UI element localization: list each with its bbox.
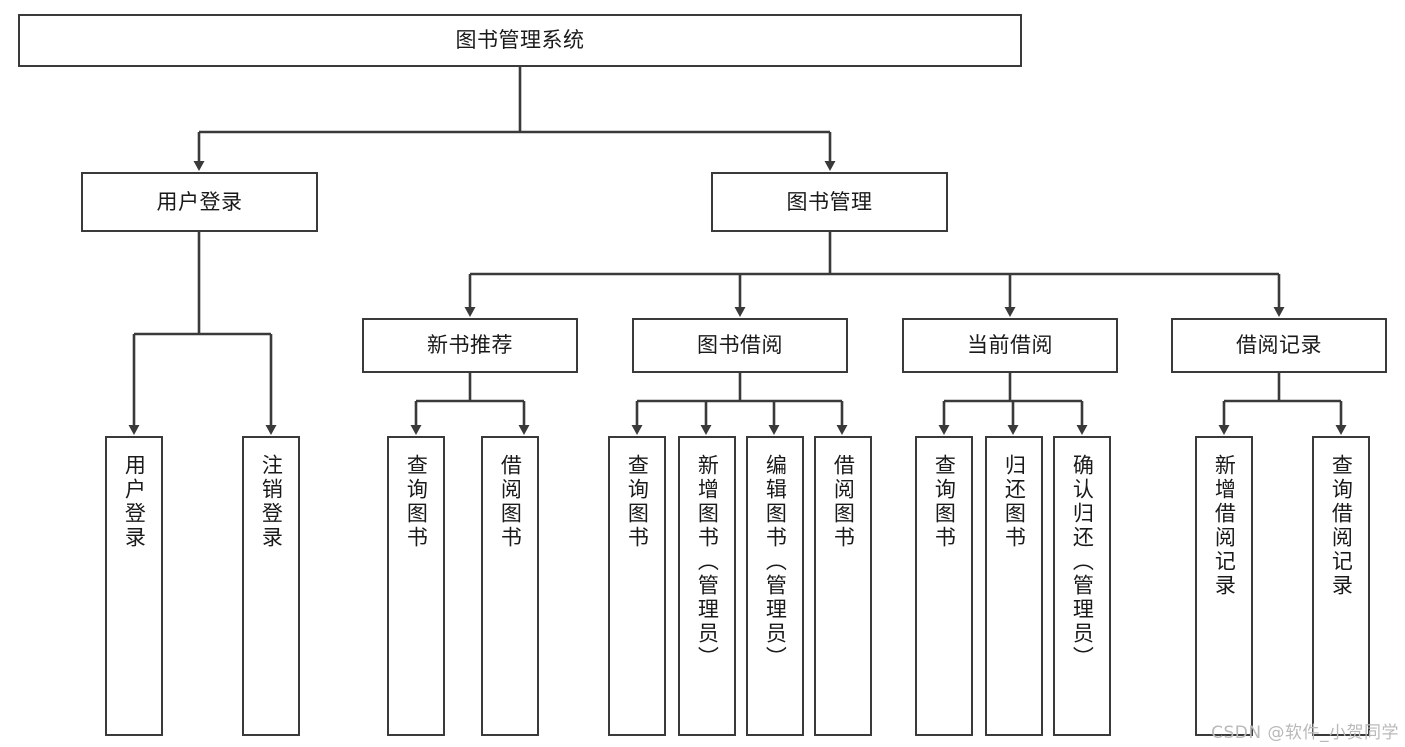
leaf-query-book-2-label: 查询图书: [625, 454, 650, 550]
node-current-borrow[interactable]: 当前借阅: [902, 318, 1118, 373]
leaf-borrow-book-1-label: 借阅图书: [498, 454, 523, 550]
leaf-add-book[interactable]: 新增图书（管理员）: [678, 436, 736, 736]
node-user-login[interactable]: 用户登录: [81, 172, 318, 232]
node-borrow-record[interactable]: 借阅记录: [1171, 318, 1387, 373]
leaf-query-book-1[interactable]: 查询图书: [387, 436, 445, 736]
leaf-add-record[interactable]: 新增借阅记录: [1195, 436, 1253, 736]
leaf-borrow-book-2[interactable]: 借阅图书: [814, 436, 872, 736]
node-root-label: 图书管理系统: [455, 28, 585, 53]
leaf-user-logout[interactable]: 注销登录: [242, 436, 300, 736]
leaf-query-record[interactable]: 查询借阅记录: [1312, 436, 1370, 736]
leaf-borrow-book-2-label: 借阅图书: [831, 454, 856, 550]
leaf-add-record-label: 新增借阅记录: [1212, 454, 1237, 598]
leaf-add-book-label: 新增图书（管理员）: [695, 454, 720, 670]
node-root[interactable]: 图书管理系统: [18, 14, 1022, 67]
node-book-management-label: 图书管理: [786, 189, 873, 214]
node-borrow-record-label: 借阅记录: [1236, 333, 1322, 358]
leaf-query-book-3-label: 查询图书: [932, 454, 957, 550]
leaf-return-book-label: 归还图书: [1002, 454, 1027, 550]
node-new-book-recommend-label: 新书推荐: [427, 333, 513, 358]
node-current-borrow-label: 当前借阅: [967, 333, 1053, 358]
leaf-user-login-label: 用户登录: [122, 454, 147, 550]
leaf-user-logout-label: 注销登录: [259, 454, 284, 550]
leaf-return-book[interactable]: 归还图书: [985, 436, 1043, 736]
leaf-confirm-return[interactable]: 确认归还（管理员）: [1053, 436, 1111, 736]
leaf-query-book-3[interactable]: 查询图书: [915, 436, 973, 736]
leaf-query-book-2[interactable]: 查询图书: [608, 436, 666, 736]
leaf-borrow-book-1[interactable]: 借阅图书: [481, 436, 539, 736]
node-book-borrow-label: 图书借阅: [697, 333, 783, 358]
leaf-edit-book-label: 编辑图书（管理员）: [763, 454, 788, 670]
node-user-login-label: 用户登录: [156, 189, 243, 214]
node-book-management[interactable]: 图书管理: [711, 172, 948, 232]
leaf-query-book-1-label: 查询图书: [404, 454, 429, 550]
node-book-borrow[interactable]: 图书借阅: [632, 318, 848, 373]
leaf-user-login[interactable]: 用户登录: [105, 436, 163, 736]
leaf-confirm-return-label: 确认归还（管理员）: [1070, 454, 1095, 670]
watermark: CSDN @软件_小贺同学: [1211, 723, 1399, 743]
node-new-book-recommend[interactable]: 新书推荐: [362, 318, 578, 373]
leaf-query-record-label: 查询借阅记录: [1329, 454, 1354, 598]
leaf-edit-book[interactable]: 编辑图书（管理员）: [746, 436, 804, 736]
